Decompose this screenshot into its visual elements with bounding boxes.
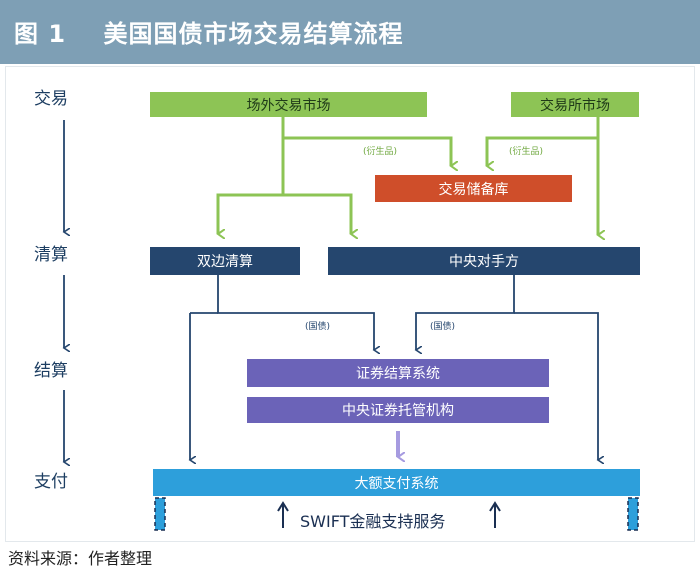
stage-trading: 交易 <box>34 89 68 109</box>
stage-payment: 支付 <box>34 472 68 492</box>
swift-services-label: SWIFT金融支持服务 <box>300 512 446 531</box>
source-note: 资料来源：作者整理 <box>8 549 153 568</box>
treasury-tag-left: (国债) <box>305 322 331 332</box>
figure-title: 图 1 美国国债市场交易结算流程 <box>14 20 404 48</box>
diagram-frame <box>5 66 695 542</box>
bilateral-clearing-box: 双边清算 <box>150 247 300 275</box>
derivatives-tag-right: (衍生品) <box>509 147 544 157</box>
stage-settlement: 结算 <box>34 361 68 381</box>
large-value-payment-system-box: 大额支付系统 <box>153 469 640 496</box>
figure-header: 图 1 美国国债市场交易结算流程 <box>0 0 700 64</box>
exchange-market-box: 交易所市场 <box>511 92 639 117</box>
derivatives-tag-left: (衍生品) <box>363 147 398 157</box>
stage-clearing: 清算 <box>34 245 68 265</box>
treasury-tag-right: (国债) <box>430 322 456 332</box>
trade-repository-box: 交易储备库 <box>375 175 572 202</box>
central-counterparty-box: 中央对手方 <box>328 247 640 275</box>
central-securities-depository-box: 中央证券托管机构 <box>247 397 549 423</box>
otc-market-box: 场外交易市场 <box>150 92 427 117</box>
securities-settlement-system-box: 证券结算系统 <box>247 359 549 387</box>
